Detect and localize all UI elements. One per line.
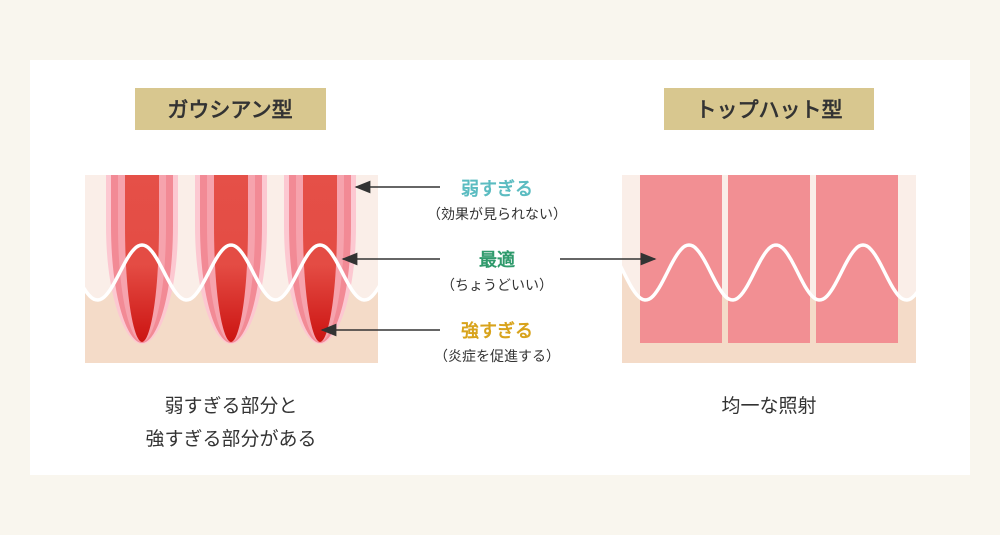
tophat-title: トップハット型 xyxy=(696,98,843,122)
tophat-beam xyxy=(728,175,810,343)
gaussian-caption-line2: 強すぎる部分がある xyxy=(145,428,316,450)
tophat-panel xyxy=(622,175,916,363)
beam-core xyxy=(214,175,248,342)
skin-surface-wave xyxy=(622,243,916,302)
optimal-label: 最適 xyxy=(479,249,515,271)
weak-sublabel: （効果が見られない） xyxy=(427,207,567,223)
gaussian-title: ガウシアン型 xyxy=(167,98,292,122)
strong-sublabel: （炎症を促進する） xyxy=(434,349,560,365)
strong-label: 強すぎる xyxy=(461,320,533,342)
gaussian-caption-line1: 弱すぎる部分と xyxy=(164,395,297,417)
tophat-beam xyxy=(816,175,898,343)
gaussian-title-badge: ガウシアン型 xyxy=(135,88,326,130)
tophat-title-badge: トップハット型 xyxy=(664,88,874,130)
weak-label: 弱すぎる xyxy=(461,178,533,200)
optimal-sublabel: （ちょうどいい） xyxy=(441,278,553,294)
beam-core xyxy=(125,175,159,342)
gaussian-panel xyxy=(85,175,378,363)
tophat-title-bg xyxy=(664,88,874,130)
tophat-caption: 均一な照射 xyxy=(721,395,816,417)
skin-surface-wave xyxy=(85,243,378,302)
beam-core xyxy=(303,175,337,342)
gaussian-title-bg xyxy=(135,88,326,130)
